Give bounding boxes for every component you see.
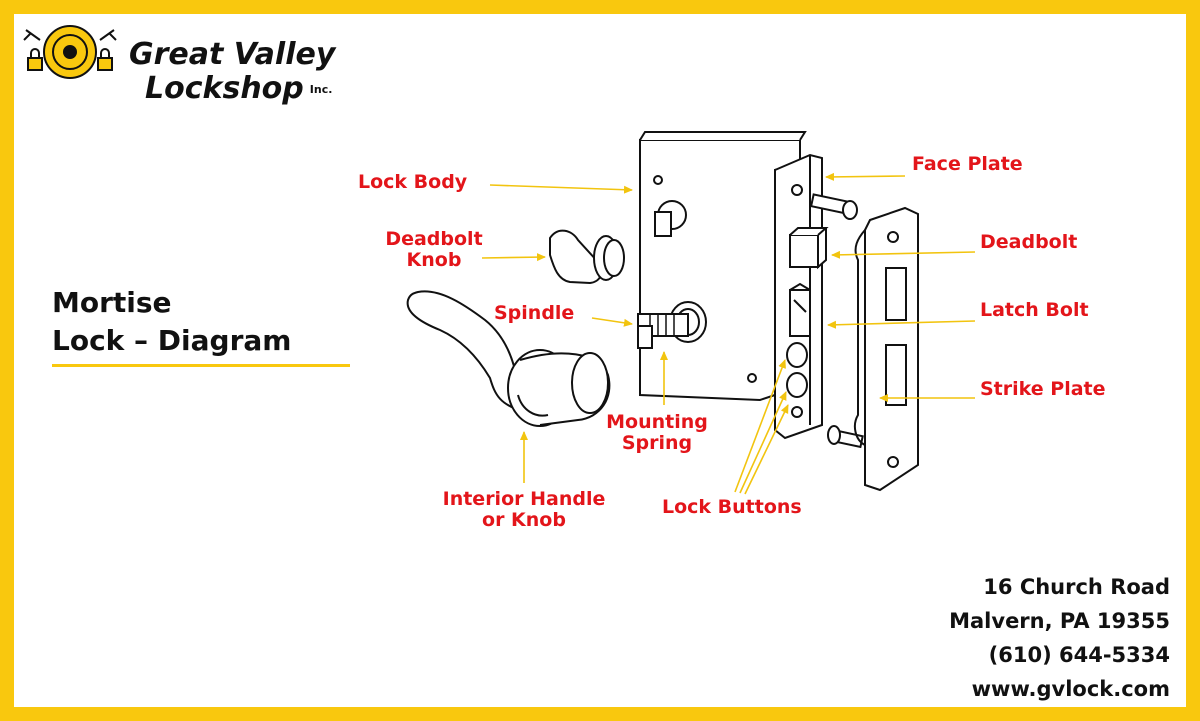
label-latch-bolt: Latch Bolt <box>980 299 1089 321</box>
brand-name-line1: Great Valley <box>129 37 336 72</box>
strike-plate-drawing <box>853 206 919 492</box>
diagram-artwork <box>23 25 976 495</box>
title-line1: Mortise <box>52 286 172 319</box>
arrow-spindle <box>591 317 633 327</box>
arrow-deadbolt-knob <box>481 253 546 262</box>
brand-suffix: Inc. <box>309 82 333 96</box>
lock-body-drawing <box>637 131 807 402</box>
pointer-arrows <box>481 172 976 495</box>
label-strike-plate: Strike Plate <box>980 378 1106 400</box>
address-phone: (610) 644-5334 <box>988 643 1170 667</box>
face-plate-drawing <box>774 153 829 440</box>
label-spindle: Spindle <box>494 302 575 324</box>
label-face-plate: Face Plate <box>912 153 1023 175</box>
label-mounting-spring-line2: Spring <box>621 432 693 454</box>
label-deadbolt-knob: Deadbolt Knob <box>374 229 494 271</box>
label-lock-buttons: Lock Buttons <box>662 496 802 518</box>
label-interior-handle-line1: Interior Handle <box>442 488 606 510</box>
label-deadbolt: Deadbolt <box>980 231 1078 253</box>
arrow-lock-button-1 <box>734 359 786 493</box>
arrow-lock-button-2 <box>739 391 787 494</box>
label-deadbolt-knob-line2: Knob <box>406 249 462 271</box>
address-street: 16 Church Road <box>983 575 1170 599</box>
brand-name: Great Valley Lockshop Inc. <box>129 38 335 107</box>
contact-info: 16 Church Road Malvern, PA 19355 (610) 6… <box>949 570 1170 706</box>
interior-handle-drawing <box>406 290 611 427</box>
brand-name-line2: Lockshop <box>145 71 304 106</box>
logo-emblem-icon <box>23 25 117 79</box>
address-website: www.gvlock.com <box>971 677 1170 701</box>
label-mounting-spring-line1: Mounting <box>606 411 708 433</box>
arrow-lock-body <box>489 184 633 194</box>
page-title: Mortise Lock – Diagram <box>52 284 352 360</box>
label-interior-handle-line2: or Knob <box>482 509 566 531</box>
label-lock-body: Lock Body <box>358 171 468 193</box>
arrow-deadbolt <box>831 250 976 259</box>
address-city: Malvern, PA 19355 <box>949 609 1170 633</box>
arrow-face-plate <box>825 172 906 181</box>
arrow-latch-bolt <box>827 320 976 329</box>
title-underline <box>52 364 350 367</box>
label-deadbolt-knob-line1: Deadbolt <box>385 228 483 250</box>
arrow-lock-button-3 <box>744 404 789 495</box>
deadbolt-knob-drawing <box>549 229 625 285</box>
title-line2: Lock – Diagram <box>52 324 292 357</box>
label-mounting-spring: Mounting Spring <box>592 412 722 454</box>
label-interior-handle: Interior Handle or Knob <box>414 489 634 531</box>
